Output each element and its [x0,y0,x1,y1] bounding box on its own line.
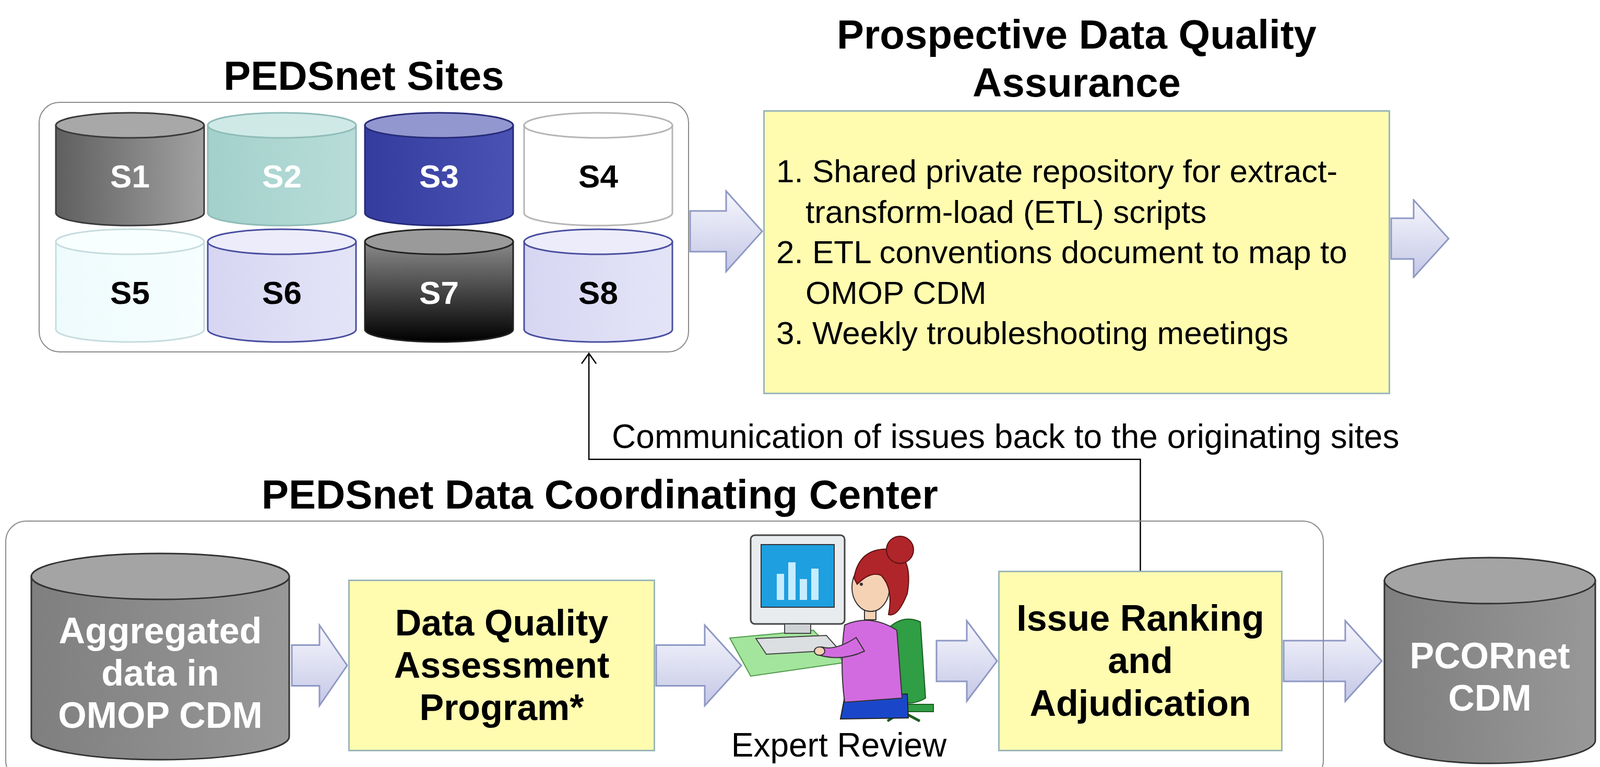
heading: Prospective Data Quality Assurance [764,10,1389,107]
site-database: S3 [363,111,515,228]
woman-figure [814,536,934,721]
cylinder-top [207,112,357,138]
process-box: Prospective Data Quality Assurance1. Sha… [763,110,1391,395]
database-cylinder: PCORnet CDM [1382,555,1597,765]
site-database: S2 [206,111,358,228]
output-arrow [1390,198,1453,279]
cylinder-top [207,229,357,255]
cylinder-body [524,125,673,226]
expert-review: Expert Review [742,526,936,765]
cylinder-body [364,241,514,342]
list-item: 3. Weekly troubleshooting meetings [776,312,1379,354]
connector [936,620,998,702]
node-label: S8 [534,274,663,312]
site-group-panel: PEDSnet SitesS1S2S3S4S5S6S7S8 [38,101,690,353]
process-box: Issue Ranking and Adjudication [998,570,1283,752]
node-label: S3 [374,157,504,196]
cylinder-top [31,553,290,600]
connector [656,625,742,706]
block-arrow [1283,620,1382,702]
edge-label: Communication of issues back to the orig… [609,417,1402,457]
node-label: Issue Ranking and Adjudication [1005,597,1275,725]
cylinder-top [524,112,673,138]
site-database: S5 [54,227,206,344]
cylinder-top [55,112,205,138]
site-database: S8 [522,227,674,344]
node-label: S7 [374,274,504,312]
cylinder-body [364,125,514,226]
cylinder-body [1384,580,1596,764]
node-label: PCORnet CDM [1394,634,1586,720]
list-item: 1. Shared private repository for extract… [776,150,1379,232]
node-label: S6 [217,274,347,312]
node-label: Aggregated data in OMOP CDM [41,609,280,738]
node-label: S5 [65,274,195,312]
heading: PEDSnet Data Coordinating Center [261,470,939,519]
node-label: Expert Review [705,725,973,765]
site-database: S7 [363,227,515,344]
list-item: 2. ETL conventions document to map to OM… [776,231,1379,313]
block-arrow [1391,199,1449,278]
heading: PEDSnet Sites [39,51,689,100]
cylinder-body [207,241,357,342]
cylinder-body [31,576,290,760]
connector [690,191,763,272]
connector [1283,620,1382,702]
block-arrow [291,625,348,706]
database-cylinder: Aggregated data in OMOP CDM [29,551,291,762]
cylinder-top [364,229,514,255]
site-database: S6 [206,227,358,344]
expert-illustration [714,525,939,727]
cylinder-body [55,241,205,342]
cylinder-top [364,112,514,138]
node-label: Data Quality Assessment Program* [356,601,648,730]
node-label: S2 [217,157,347,196]
cylinder-body [207,125,357,226]
cylinder-top [55,229,205,255]
node-label: S1 [65,157,195,196]
node-label: S4 [534,157,663,196]
coordinating-center-panel: PEDSnet Data Coordinating CenterAggregat… [5,520,1324,767]
block-arrow [656,625,742,706]
block-arrow [936,620,998,702]
site-database: S4 [522,111,674,228]
cylinder-top [1384,557,1596,604]
block-arrow [690,191,763,272]
cylinder-top [524,229,673,255]
process-box: Data Quality Assessment Program* [348,579,656,752]
arrowhead [581,353,597,364]
cylinder-body [524,241,673,342]
site-database: S1 [54,111,206,228]
connector [291,625,348,706]
cylinder-body [55,125,205,226]
